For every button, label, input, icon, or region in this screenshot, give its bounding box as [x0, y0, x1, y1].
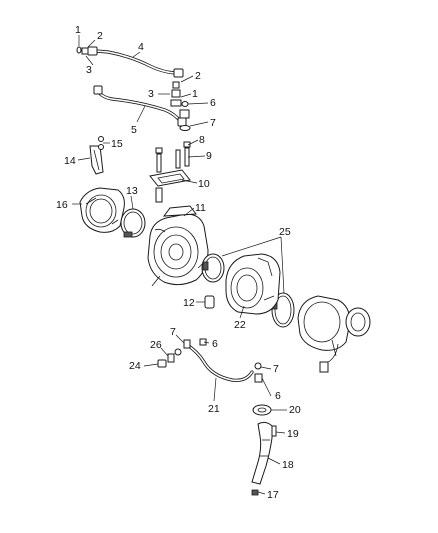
washer-1-upper [76, 46, 82, 54]
fitting-2-upper [81, 47, 89, 55]
heat-shield-16 [79, 187, 125, 233]
leader-lines [72, 35, 287, 495]
callout-3-lower: 3 [148, 88, 154, 100]
oil-feed-tube-4 [87, 46, 184, 78]
callout-2-upper: 2 [97, 30, 103, 42]
oil-line-21 [184, 342, 254, 382]
callout-6-upper: 6 [210, 97, 216, 109]
callout-7-lower-right: 7 [273, 363, 279, 375]
callout-15: 15 [111, 138, 123, 150]
bolt-10b [155, 187, 163, 203]
callout-12: 12 [183, 297, 195, 309]
v-band-clamp-25a [201, 253, 225, 283]
callout-8: 8 [199, 134, 205, 146]
callout-7-lower-left: 7 [170, 326, 176, 338]
callout-2-lower: 2 [195, 70, 201, 82]
callout-9: 9 [206, 150, 212, 162]
callout-20: 20 [289, 404, 301, 416]
oil-return-tube-5 [93, 85, 187, 127]
callout-11: 11 [195, 202, 206, 214]
callout-14: 14 [64, 155, 76, 167]
callout-25: 25 [279, 226, 291, 238]
callout-6-lower-right: 6 [275, 390, 281, 402]
gasket-10 [149, 169, 191, 187]
callout-16: 16 [56, 199, 68, 211]
compressor-assembly [297, 295, 371, 373]
callout-6-lower-left: 6 [212, 338, 218, 350]
callout-1-lower: 1 [192, 88, 198, 100]
callout-13: 13 [126, 185, 138, 197]
fittings-7-6-right [254, 362, 263, 383]
callout-7-upper: 7 [210, 117, 216, 129]
return-hose-18 [251, 421, 273, 485]
sleeve-12 [204, 295, 215, 309]
callout-5: 5 [131, 124, 137, 136]
bracket-14 [89, 145, 104, 175]
callout-26: 26 [150, 339, 162, 351]
gasket-20 [252, 404, 272, 416]
bolt-15 [98, 136, 104, 150]
callout-1-upper: 1 [75, 24, 81, 36]
nuts-8 [155, 141, 191, 154]
fittings-24-26-7-6-left [157, 338, 207, 368]
turbine-housing-22 [225, 253, 281, 315]
clip-17 [251, 489, 259, 496]
callout-4: 4 [138, 41, 144, 53]
callout-3-upper: 3 [86, 64, 92, 76]
callout-24: 24 [129, 360, 141, 372]
studs-9 [156, 147, 190, 173]
callout-17: 17 [267, 489, 279, 501]
callout-21: 21 [208, 403, 220, 415]
callout-18: 18 [282, 459, 294, 471]
callout-19: 19 [287, 428, 299, 440]
callout-22: 22 [234, 319, 246, 331]
turbocharger-11 [147, 205, 209, 287]
callouts: 1 2 3 4 2 3 1 6 5 7 8 15 14 9 10 16 13 1… [56, 24, 301, 501]
clamp-13 [120, 208, 146, 238]
callout-10: 10 [198, 178, 210, 190]
fitting-stack-right [170, 81, 191, 131]
